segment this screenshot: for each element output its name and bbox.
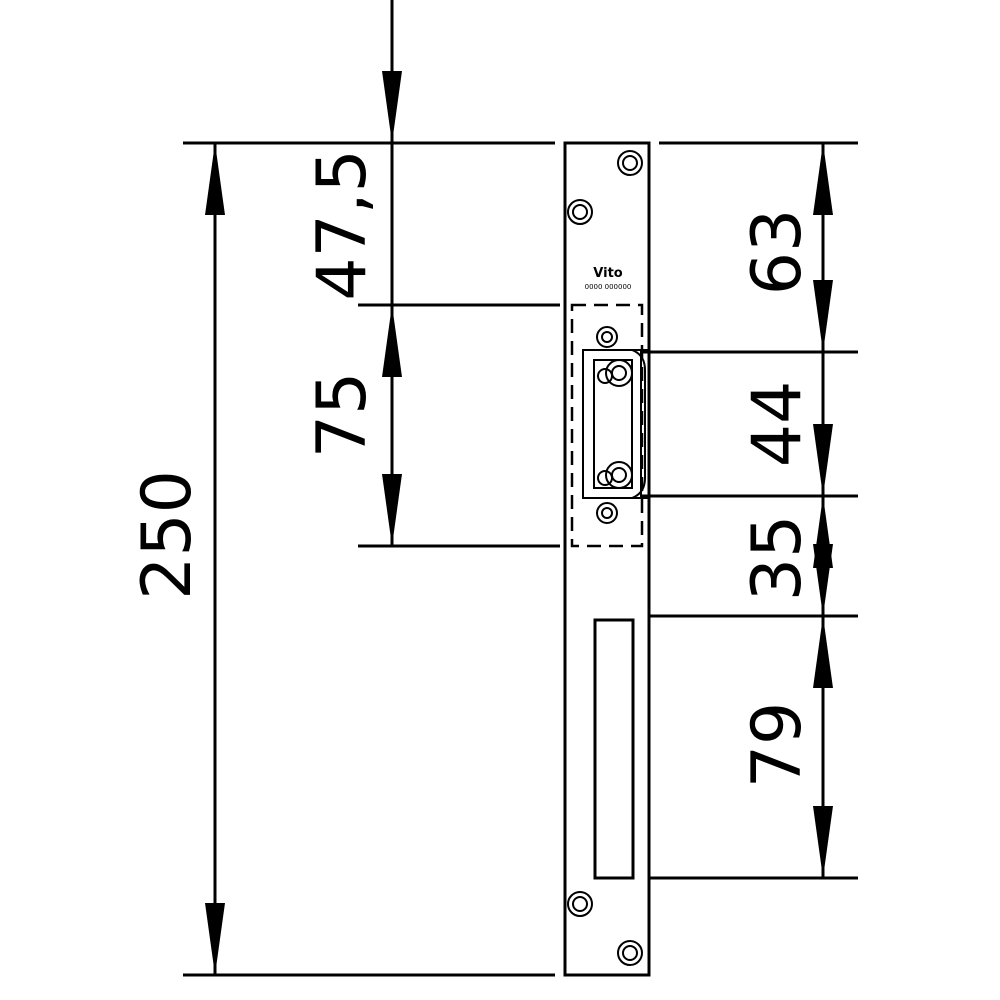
strike-plate: Vito 0000 000000	[563, 141, 651, 977]
housing-outline-dashed	[570, 303, 644, 548]
label-total-length: 250	[128, 470, 207, 600]
dimension-63	[813, 143, 833, 352]
label-slot-height: 79	[738, 702, 817, 789]
label-latch-to-slot: 35	[738, 515, 817, 602]
dimension-79	[813, 616, 833, 878]
label-latch-height: 44	[738, 381, 817, 468]
screw-hole-top-right	[617, 150, 643, 176]
plate-brand-label: Vito	[593, 266, 623, 281]
plate-model-label: 0000 000000	[585, 283, 632, 291]
latch-mechanism	[582, 326, 649, 524]
dimension-75	[382, 305, 402, 546]
dimension-44	[813, 352, 833, 496]
plate-outline	[563, 141, 651, 977]
strike-slot	[593, 618, 635, 880]
dimension-47-5	[382, 0, 402, 305]
dimension-35	[813, 496, 833, 616]
screw-hole-lower-left	[567, 891, 593, 917]
label-housing-height: 75	[303, 372, 382, 459]
screw-hole-bottom-right	[617, 940, 643, 966]
dimension-250	[205, 143, 225, 975]
label-top-to-housing: 47,5	[303, 149, 382, 300]
screw-hole-upper-left	[567, 199, 593, 225]
label-top-to-latch: 63	[738, 209, 817, 296]
